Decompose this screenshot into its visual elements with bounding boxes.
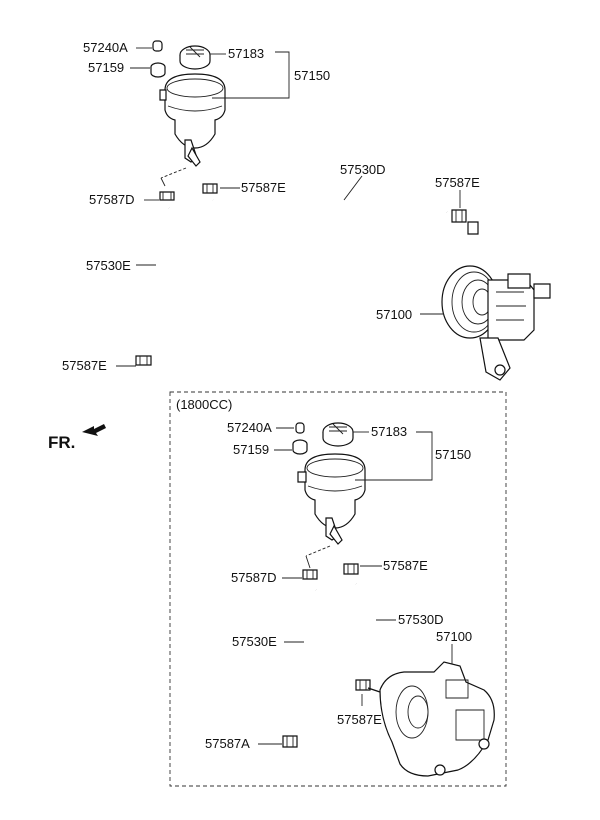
label-57183-lower: 57183 [371,424,407,439]
label-57587E-pump-lower: 57587E [337,712,382,727]
label-57159-lower: 57159 [233,442,269,457]
strainer [150,62,166,78]
label-57587D-lower: 57587D [231,570,277,585]
small-cap [152,40,163,52]
label-57530E-lower: 57530E [232,634,277,649]
front-arrow-icon [82,424,106,436]
variant-box [169,391,507,787]
hose-57530D [207,188,452,255]
lower-assembly [169,391,507,787]
reservoir [159,73,226,167]
label-57587A-lower: 57587A [205,736,250,751]
label-57240A: 57240A [83,40,128,55]
label-57587E-bottom: 57587E [62,358,107,373]
label-57530D-lower: 57530D [398,612,444,627]
label-57587E-pump: 57587E [435,175,480,190]
power-steering-pump-1800cc [367,661,495,777]
label-57530E: 57530E [86,258,131,273]
label-57587E-mid-lower: 57587E [383,558,428,573]
front-label: FR. [48,433,75,452]
label-57159: 57159 [88,60,124,75]
label-57100: 57100 [376,307,412,322]
front-direction-indicator: FR. [48,424,106,452]
upper-assembly [116,40,551,381]
label-57587E-mid: 57587E [241,180,286,195]
clamp-57587D [159,191,175,201]
clamp-57587E-pump [451,209,467,223]
reservoir-cap [179,45,211,70]
label-1800cc: (1800CC) [176,397,232,412]
hose-57530E [132,204,182,359]
label-57240A-lower: 57240A [227,420,272,435]
label-57530D: 57530D [340,162,386,177]
label-57150: 57150 [294,68,330,83]
label-57150-lower: 57150 [435,447,471,462]
clamp-57587E-mid [202,183,218,194]
label-57100-lower: 57100 [436,629,472,644]
label-57183: 57183 [228,46,264,61]
power-steering-pump [441,265,551,381]
label-57587D: 57587D [89,192,135,207]
clamp-57587E-bottom [135,355,152,366]
